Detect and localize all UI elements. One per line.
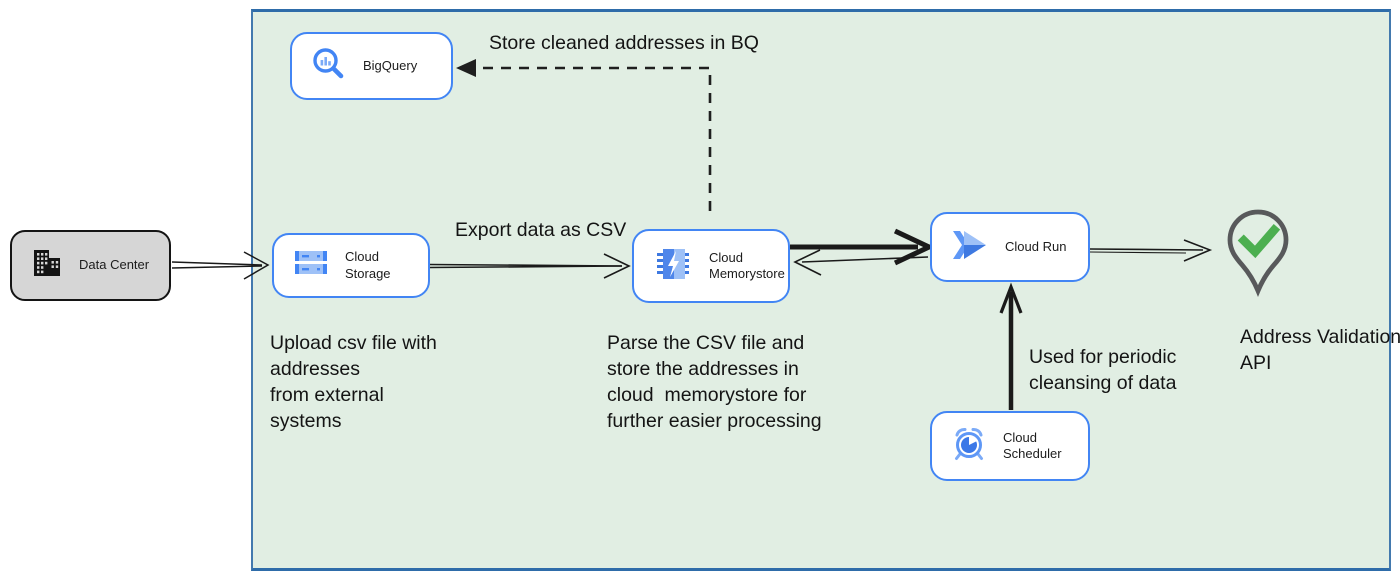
scheduler-alarm-clock-icon <box>951 425 987 468</box>
node-cloud-scheduler[interactable]: Cloud Scheduler <box>930 411 1090 481</box>
map-pin-check-icon <box>1227 209 1289 298</box>
node-cloud-memorystore[interactable]: Cloud Memorystore <box>632 229 790 303</box>
gcp-boundary-container[interactable] <box>251 9 1391 571</box>
annotation-parse-csv: Parse the CSV file and store the address… <box>607 332 822 432</box>
memorystore-chip-icon <box>653 246 693 287</box>
building-icon <box>31 248 63 283</box>
node-label: Cloud Run <box>1005 238 1067 254</box>
edge-label-periodic-cleansing: Used for periodic cleansing of data <box>1029 346 1177 394</box>
node-label: Cloud Scheduler <box>1003 429 1062 461</box>
node-cloud-run[interactable]: Cloud Run <box>930 212 1090 282</box>
cloud-run-chevrons-icon <box>951 230 989 265</box>
node-label: BigQuery <box>363 57 418 73</box>
bigquery-magnifier-icon <box>311 46 347 87</box>
storage-buckets-icon <box>293 249 329 282</box>
node-data-center[interactable]: Data Center <box>10 230 171 301</box>
node-bigquery[interactable]: BigQuery <box>290 32 453 100</box>
label-address-validation-api: Address Validation API <box>1240 326 1400 374</box>
annotation-upload-csv: Upload csv file with addresses from exte… <box>270 332 437 432</box>
node-label: Cloud Memorystore <box>709 249 785 281</box>
node-address-validation[interactable] <box>1220 204 1296 334</box>
edge-label-export-csv: Export data as CSV <box>455 219 627 241</box>
node-label: Cloud Storage <box>345 249 391 281</box>
node-cloud-storage[interactable]: Cloud Storage <box>272 233 430 298</box>
edge-label-store-bq: Store cleaned addresses in BQ <box>489 32 759 54</box>
node-label: Data Center <box>79 257 150 273</box>
